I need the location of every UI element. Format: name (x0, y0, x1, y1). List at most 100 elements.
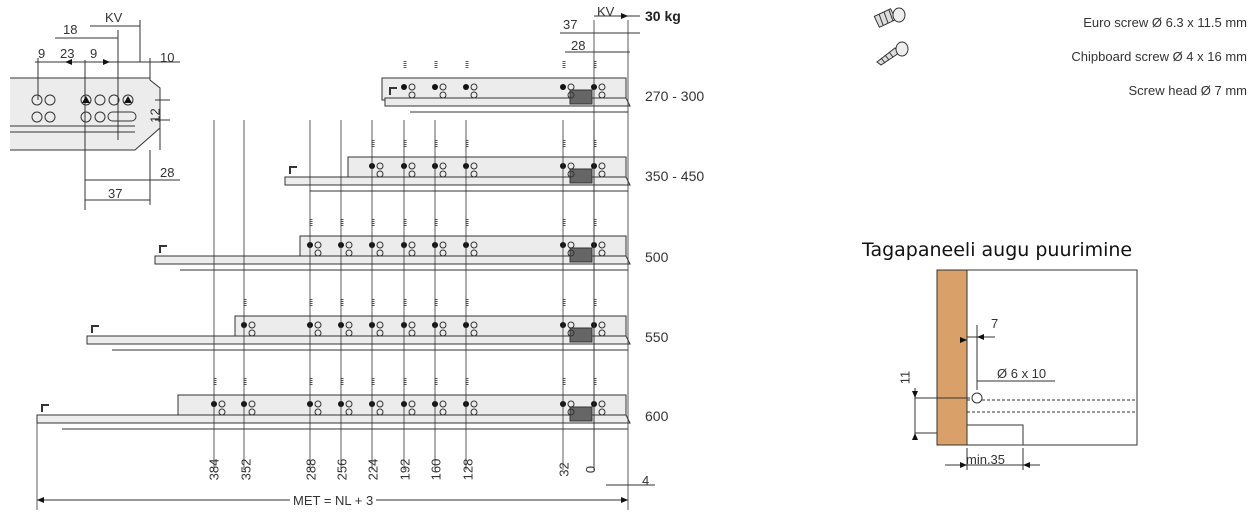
hole-ring (598, 329, 606, 337)
hole-ring (470, 249, 478, 257)
back-dim-7: 7 (991, 316, 999, 331)
hole-ring (598, 321, 606, 329)
drawer-lengths-drawing (36, 13, 655, 510)
detail-kv-label: KV (105, 10, 123, 25)
hole-ring (470, 241, 478, 249)
load-label: 30 kg (645, 8, 681, 24)
hole-ring (598, 170, 606, 178)
front-hook (41, 404, 49, 412)
top-dim-37: 37 (563, 17, 578, 32)
hole-ring (314, 241, 322, 249)
hole-ring (598, 241, 606, 249)
hole-ring (598, 91, 606, 99)
hole-ring (218, 408, 226, 416)
hole-ring (567, 329, 575, 337)
hole-pos-160: 160 (428, 458, 444, 481)
hole-ring (567, 162, 575, 170)
hole-ring (439, 321, 447, 329)
hole-ring (248, 400, 256, 408)
hole-ring (314, 249, 322, 257)
hole-ring (408, 400, 416, 408)
hole-ring (567, 241, 575, 249)
hole-pos-288: 288 (303, 458, 319, 481)
hole-pos-384: 384 (206, 458, 222, 481)
hole-ring (408, 408, 416, 416)
hole-ring (439, 91, 447, 99)
hole-ring (439, 241, 447, 249)
hole-ring (345, 329, 353, 337)
rail-runner (284, 176, 631, 186)
hole-ring (376, 241, 384, 249)
hole-ring (439, 329, 447, 337)
front-hook (91, 325, 99, 333)
hole-ring (567, 400, 575, 408)
rail-runner (86, 335, 631, 345)
hole-ring (408, 249, 416, 257)
hole-ring (598, 83, 606, 91)
hole-ring (567, 408, 575, 416)
hole-ring (439, 83, 447, 91)
top-dim-28: 28 (571, 38, 586, 53)
hole-ring (345, 249, 353, 257)
hole-ring (345, 400, 353, 408)
hole-ring (408, 91, 416, 99)
back-panel-drawing (912, 269, 1138, 470)
detail-dim-10: 10 (160, 50, 175, 65)
hole-ring (376, 408, 384, 416)
back-panel-title: Tagapaneeli augu puurimine (862, 239, 1133, 261)
hole-ring (470, 400, 478, 408)
hole-pos-224: 224 (365, 458, 381, 481)
hole-ring (567, 170, 575, 178)
detail-dim-37: 37 (108, 186, 123, 201)
hole-ring (408, 241, 416, 249)
damper-block (569, 89, 593, 105)
hole-ring (439, 249, 447, 257)
hole-ring (598, 249, 606, 257)
euro-screw-icon (870, 6, 910, 37)
damper-block (569, 247, 593, 263)
top-arrow (621, 13, 628, 19)
hole-ring (470, 91, 478, 99)
met-arrow-left (37, 497, 44, 503)
front-hook (389, 87, 397, 95)
hole-ring (376, 170, 384, 178)
hole-ring (598, 408, 606, 416)
hole-ring (345, 408, 353, 416)
hole-ring (598, 400, 606, 408)
front-hook (159, 245, 167, 253)
range-label-2: 350 - 450 (645, 168, 705, 184)
hole-ring (439, 162, 447, 170)
detail-dim-23: 23 (60, 46, 75, 61)
hole-dot (401, 84, 407, 90)
damper-block (569, 327, 593, 343)
hole-dot (560, 84, 566, 90)
hole-pos-128: 128 (460, 458, 476, 481)
hole-ring (218, 400, 226, 408)
damper-block (569, 168, 593, 184)
hole-pos-256: 256 (334, 458, 350, 481)
detail-dim-18: 18 (63, 22, 78, 37)
hole-ring (376, 162, 384, 170)
hole-ring (439, 170, 447, 178)
hole-ring (567, 83, 575, 91)
hole-pos-0: 0 (583, 465, 599, 474)
hole-ring (470, 329, 478, 337)
hole-ring (248, 329, 256, 337)
rail-runner (154, 255, 631, 265)
met-arrow-right (621, 497, 628, 503)
hole-ring (408, 329, 416, 337)
hole-ring (314, 408, 322, 416)
hole-pos-352: 352 (238, 458, 254, 481)
hole-ring (248, 321, 256, 329)
hole-ring (567, 321, 575, 329)
hole-ring (314, 321, 322, 329)
hole-ring (376, 400, 384, 408)
hole-ring (470, 321, 478, 329)
hole-dot (432, 84, 438, 90)
hole-ring (248, 408, 256, 416)
hole-ring (376, 249, 384, 257)
hole-ring (345, 241, 353, 249)
front-hook (289, 166, 297, 174)
hole-ring (567, 91, 575, 99)
hole-ring (439, 400, 447, 408)
